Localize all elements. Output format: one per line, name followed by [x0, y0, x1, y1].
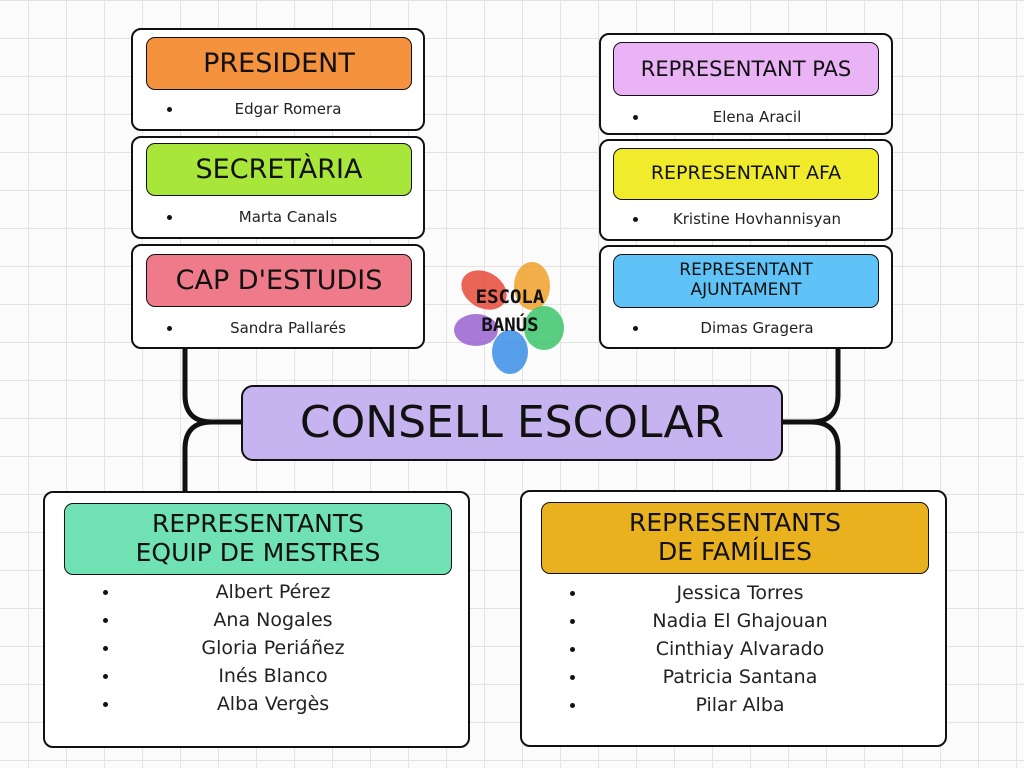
member: Gloria Periáñez: [103, 634, 443, 662]
member: Edgar Romera: [163, 100, 393, 118]
role-header: PRESIDENT: [146, 37, 412, 90]
group-header-line2: DE FAMÍLIES: [657, 537, 813, 566]
role-card-president: PRESIDENT Edgar Romera: [131, 28, 425, 131]
group-header-line2: EQUIP DE MESTRES: [135, 538, 381, 567]
role-card-cap-estudis: CAP D'ESTUDIS Sandra Pallarés: [131, 244, 425, 349]
group-card-families: REPRESENTANTS DE FAMÍLIES Jessica Torres…: [520, 490, 947, 747]
member: Sandra Pallarés: [163, 319, 393, 337]
member: Marta Canals: [163, 208, 393, 226]
member: Patricia Santana: [570, 663, 910, 691]
role-card-secretaria: SECRETÀRIA Marta Canals: [131, 136, 425, 239]
group-header-line1: REPRESENTANTS: [151, 509, 365, 539]
member: Pilar Alba: [570, 691, 910, 719]
member: Jessica Torres: [570, 579, 910, 607]
logo-text-line2: BANÚS: [481, 314, 539, 336]
group-header: REPRESENTANTS EQUIP DE MESTRES: [64, 503, 452, 575]
role-card-ajuntament: REPRESENTANT AJUNTAMENT Dimas Gragera: [599, 245, 893, 349]
role-header: CAP D'ESTUDIS: [146, 254, 412, 307]
member: Nadia El Ghajouan: [570, 607, 910, 635]
school-logo: ESCOLA BANÚS: [452, 258, 568, 376]
member: Alba Vergès: [103, 690, 443, 718]
member: Elena Aracil: [629, 108, 869, 126]
member: Albert Pérez: [103, 578, 443, 606]
member: Cinthiay Alvarado: [570, 635, 910, 663]
members-list: Albert Pérez Ana Nogales Gloria Periáñez…: [103, 578, 443, 718]
member: Dimas Gragera: [629, 319, 869, 337]
role-header: REPRESENTANT AFA: [613, 148, 879, 200]
role-card-pas: REPRESENTANT PAS Elena Aracil: [599, 33, 893, 135]
group-card-mestres: REPRESENTANTS EQUIP DE MESTRES Albert Pé…: [43, 491, 470, 748]
member: Ana Nogales: [103, 606, 443, 634]
role-header: SECRETÀRIA: [146, 143, 412, 196]
group-header: REPRESENTANTS DE FAMÍLIES: [541, 502, 929, 574]
role-header: REPRESENTANT PAS: [613, 42, 879, 96]
role-card-afa: REPRESENTANT AFA Kristine Hovhannisyan: [599, 139, 893, 241]
group-header-line1: REPRESENTANTS: [628, 508, 842, 538]
member: Inés Blanco: [103, 662, 443, 690]
members-list: Jessica Torres Nadia El Ghajouan Cinthia…: [570, 579, 910, 719]
role-header: REPRESENTANT AJUNTAMENT: [613, 254, 879, 308]
page-title: CONSELL ESCOLAR: [241, 385, 783, 461]
logo-text-line1: ESCOLA: [475, 286, 545, 308]
member: Kristine Hovhannisyan: [629, 210, 869, 228]
handprints-icon: [454, 262, 564, 374]
